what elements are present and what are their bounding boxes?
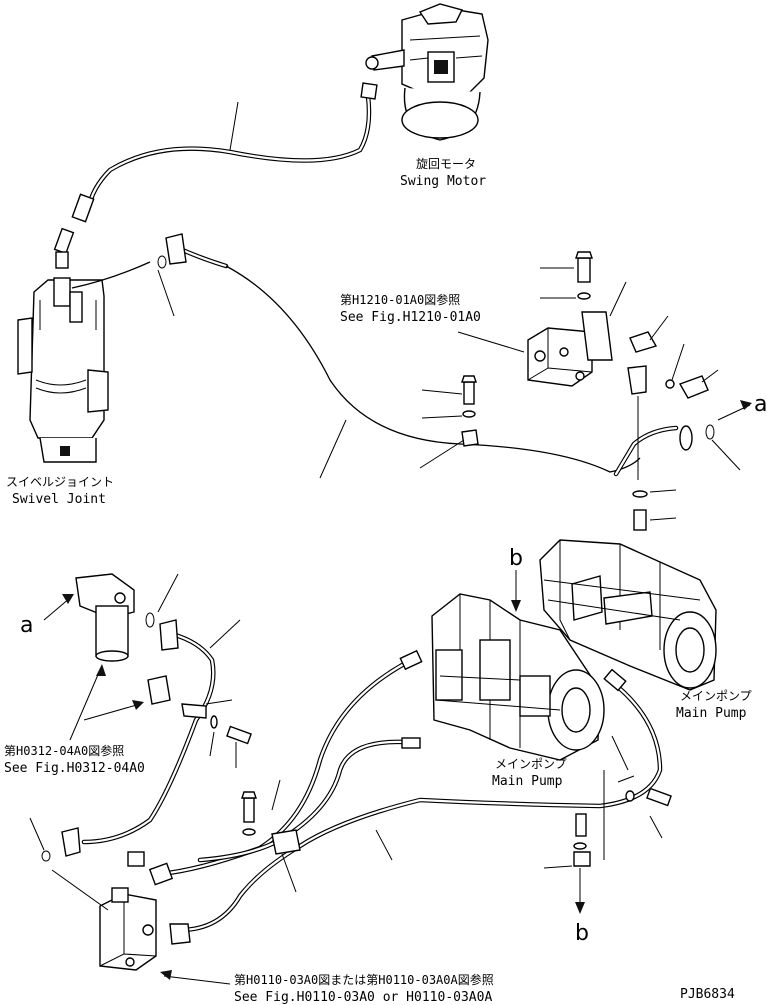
swing-motor-label-jp: 旋回モータ (416, 157, 476, 171)
filter-clamp (69, 664, 252, 768)
ref-h0110-label-jp: 第H0110-03A0図または第H0110-03A0A図参照 (234, 972, 494, 987)
ref-h0312-label-jp: 第H0312-04A0図参照 (4, 743, 124, 758)
ref-h0312-label-en: See Fig.H0312-04A0 (4, 761, 145, 776)
swivel-joint-label-jp: スイベルジョイント (6, 475, 114, 489)
swing-motor-hose (53, 82, 378, 269)
swivel-joint-label-en: Swivel Joint (12, 492, 106, 507)
swivel-to-a-hose (71, 233, 641, 479)
main-pump-center-label-jp: メインポンプ (495, 757, 567, 771)
lower-left-valve (29, 817, 231, 985)
main-pump-large-label-en: Main Pump (676, 706, 747, 721)
main-pump-center-label-en: Main Pump (492, 774, 563, 789)
main-pump-center (431, 593, 605, 761)
ref-h1210-label-jp: 第H1210-01A0図参照 (340, 292, 460, 307)
marker-a-left: a (20, 613, 33, 638)
pipe-right-to-a (613, 396, 752, 531)
swing-motor (365, 3, 489, 141)
marker-b-bottom: b (575, 921, 589, 946)
bracket-assembly-top (540, 251, 719, 399)
clamp-assembly-left (419, 375, 479, 469)
lower-hose-bundle (127, 649, 663, 945)
lower-bolts (241, 735, 672, 914)
ref-h1210-label-en: See Fig.H1210-01A0 (340, 310, 481, 325)
ref-h0110-label-en: See Fig.H0110-03A0 or H0110-03A0A (234, 990, 492, 1005)
marker-a-right: a (754, 392, 767, 417)
main-pump-large-label-jp: メインポンプ (680, 689, 752, 703)
line-filter (43, 573, 179, 662)
main-pump-large (539, 539, 717, 691)
valve-block-h1210 (457, 327, 593, 387)
swing-motor-label-en: Swing Motor (400, 174, 486, 189)
marker-b-top: b (509, 546, 523, 571)
swivel-joint (17, 277, 109, 463)
filter-return-hose (61, 619, 241, 857)
drawing-code: PJB6834 (680, 987, 735, 1002)
